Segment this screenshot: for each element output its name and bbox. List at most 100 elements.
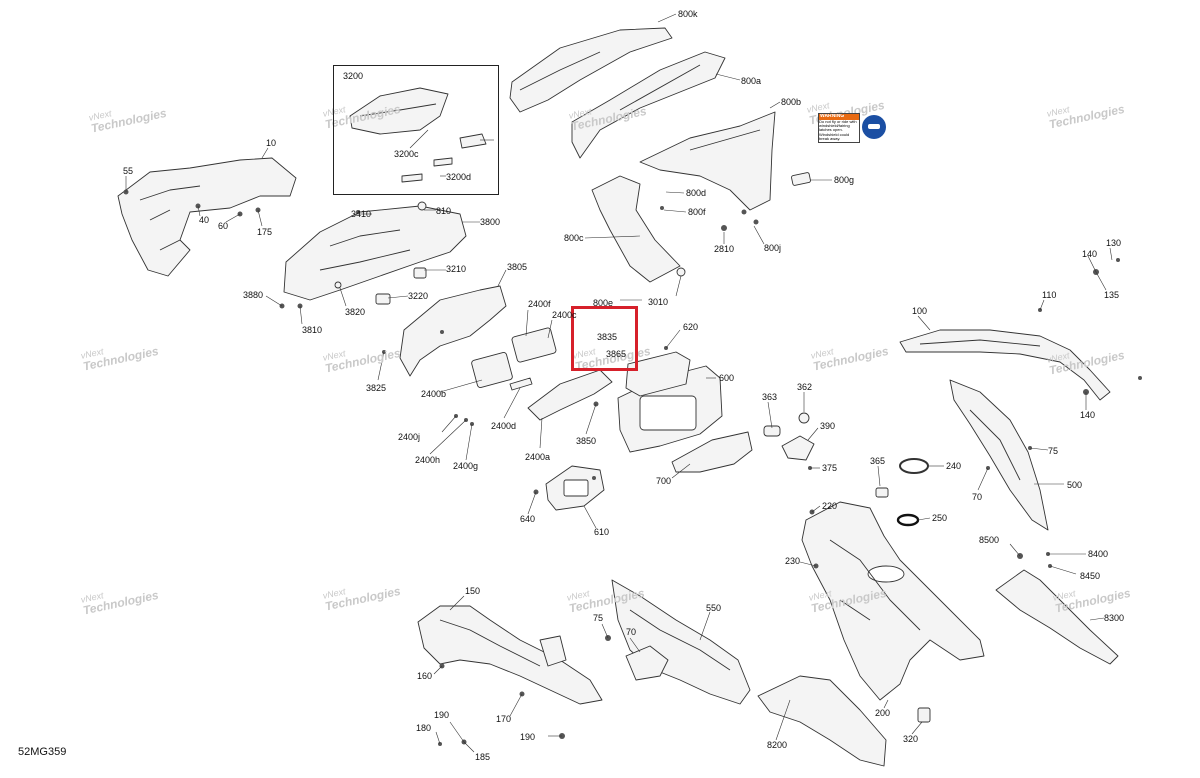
part-label: 3880: [243, 290, 264, 300]
part-label: 550: [706, 603, 722, 613]
part-label: 75: [593, 613, 604, 623]
diagram-code: 52MG359: [18, 746, 67, 758]
warning-decal-heading: WARNING: [819, 114, 859, 120]
part-2400b-shape: [471, 352, 513, 388]
part-label: 70: [972, 492, 983, 502]
part-label: 2400f: [528, 299, 551, 309]
part-label: 75: [1048, 446, 1059, 456]
part-label: 8450: [1080, 571, 1101, 581]
inset-box-3200: [333, 65, 499, 195]
part-label: 390: [820, 421, 836, 431]
part-8200-shape: [757, 675, 887, 767]
part-800b-shape: [639, 111, 776, 211]
warning-decal-text: WARNING Do not fly or ride with windshie…: [818, 113, 860, 143]
part-label: 3200d: [446, 172, 472, 182]
part-label: 365: [870, 456, 886, 466]
part-label: 2810: [714, 244, 735, 254]
part-label: 2400a: [525, 452, 551, 462]
part-label: 10: [266, 138, 277, 148]
part-label: 190: [520, 732, 536, 742]
part-label: 800e: [593, 298, 614, 308]
part-label: 40: [199, 215, 210, 225]
part-2400d-shape: [509, 377, 533, 391]
part-label: 3410: [351, 209, 372, 219]
part-2400f-shape: [511, 327, 557, 363]
part-150-shape: [417, 605, 603, 705]
part-390-shape: [781, 435, 815, 461]
part-label: 800a: [741, 76, 762, 86]
part-label: 610: [594, 527, 610, 537]
part-label: 190: [434, 710, 450, 720]
part-label: 3835: [597, 332, 618, 342]
part-label: 150: [465, 586, 481, 596]
part-label: 3805: [507, 262, 528, 272]
part-label: 2400j: [398, 432, 421, 442]
part-3200-shape: [349, 87, 449, 135]
part-800c-shape: [591, 175, 681, 283]
part-label: 3200: [343, 71, 364, 81]
part-label: 700: [656, 476, 672, 486]
part-label: 55: [123, 166, 134, 176]
warning-decal-body: Do not fly or ride with windshield/fairi…: [819, 118, 857, 142]
part-label: 800c: [564, 233, 584, 243]
part-label: 800f: [688, 207, 706, 217]
part-label: 800k: [678, 9, 698, 19]
part-label: 250: [932, 513, 948, 523]
part-label: 140: [1080, 410, 1096, 420]
part-label: 2400h: [415, 455, 441, 465]
part-label: 240: [946, 461, 962, 471]
part-550-shape: [611, 579, 751, 705]
part-label: 3220: [408, 291, 429, 301]
part-label: 8500: [979, 535, 1000, 545]
part-label: 800b: [781, 97, 802, 107]
part-200-shape: [801, 501, 985, 701]
part-label: 3820: [345, 307, 366, 317]
part-label: 800j: [764, 243, 782, 253]
part-label: 8300: [1104, 613, 1125, 623]
part-label: 140: [1082, 249, 1098, 259]
part-label: 600: [719, 373, 735, 383]
part-362-shape: [798, 412, 810, 424]
part-240-shape: [899, 458, 929, 474]
part-label: 3800: [480, 217, 501, 227]
part-label: 8400: [1088, 549, 1109, 559]
part-320-shape: [917, 707, 931, 723]
part-label: 3850: [576, 436, 597, 446]
warning-decal: WARNING Do not fly or ride with windshie…: [818, 113, 886, 143]
part-label: 170: [496, 714, 512, 724]
part-label: 500: [1067, 480, 1083, 490]
highlight-box: [571, 306, 638, 371]
part-3805-shape: [399, 285, 507, 377]
part-label: 3010: [648, 297, 669, 307]
part-10-shape: [117, 157, 297, 277]
part-label: 375: [822, 463, 838, 473]
part-3010-shape: [676, 267, 686, 277]
part-label: 100: [912, 306, 928, 316]
part-label: 230: [785, 556, 801, 566]
rider-icon: [862, 115, 886, 139]
part-label: 362: [797, 382, 813, 392]
part-2400a-shape: [527, 369, 613, 421]
part-label: 810: [436, 206, 452, 216]
part-620-shape: [625, 351, 691, 397]
part-800k-shape: [509, 27, 673, 113]
part-label: 3825: [366, 383, 387, 393]
part-label: 180: [416, 723, 432, 733]
part-250-shape: [896, 513, 920, 527]
part-label: 60: [218, 221, 229, 231]
part-label: 200: [875, 708, 891, 718]
part-3800-shape: [283, 205, 467, 301]
part-label: 2400c: [552, 310, 577, 320]
part-label: 135: [1104, 290, 1120, 300]
part-label: 175: [257, 227, 273, 237]
part-label: 130: [1106, 238, 1122, 248]
part-100-shape: [899, 329, 1111, 401]
part-label: 363: [762, 392, 778, 402]
part-label: 800d: [686, 188, 707, 198]
part-bracket-70-shape: [625, 645, 669, 681]
part-500-shape: [949, 379, 1049, 531]
part-label: 110: [1042, 290, 1057, 300]
part-label: 320: [903, 734, 919, 744]
part-label: 2400g: [453, 461, 479, 471]
